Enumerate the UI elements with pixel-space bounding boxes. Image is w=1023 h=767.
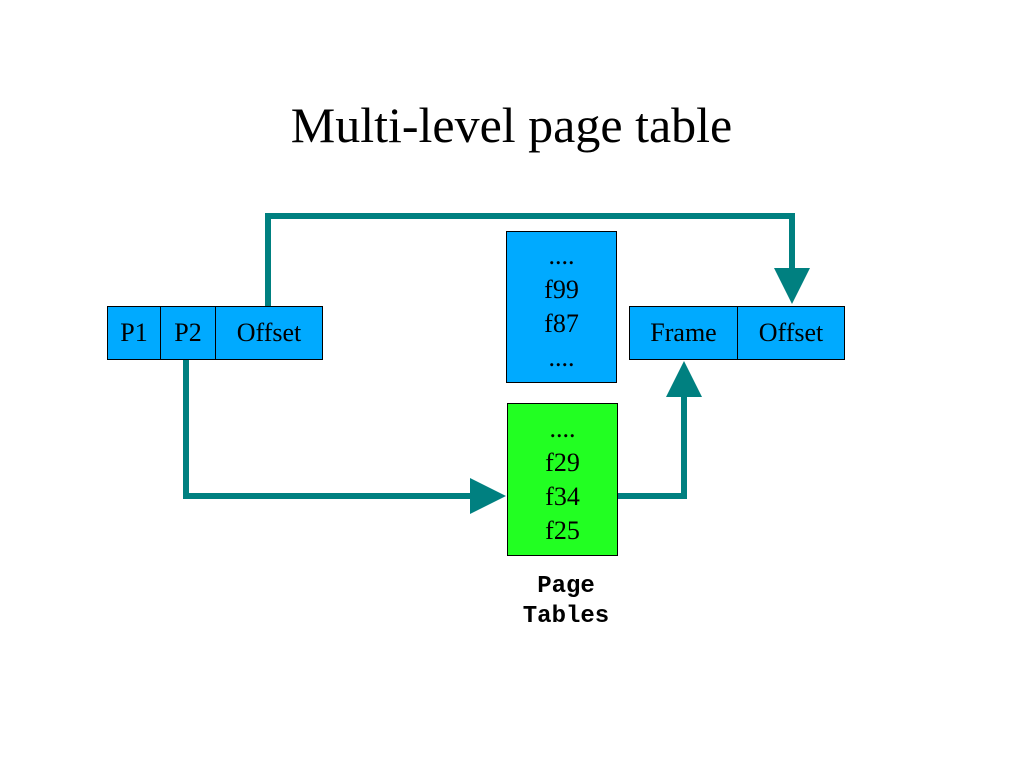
table-entry: f87: [544, 309, 579, 338]
table-entry: f25: [545, 515, 580, 545]
slide-title: Multi-level page table: [290, 97, 733, 153]
offset-arrow: [265, 213, 810, 306]
page-tables-label: Page Tables: [490, 572, 642, 632]
inner-page-table: .... f29 f34 f25: [507, 403, 618, 556]
outer-page-table: .... f99 f87 ....: [506, 231, 617, 383]
page-tables-label-line: Tables: [522, 603, 610, 630]
virtual-offset-field: Offset: [215, 306, 323, 360]
table-entry: f34: [545, 481, 580, 511]
table-entry: f99: [544, 275, 579, 304]
p2-field: P2: [160, 306, 216, 360]
table-entry: ....: [548, 343, 575, 372]
table-entry: ....: [549, 413, 576, 443]
frame-field: Frame: [629, 306, 738, 360]
p2-index-arrow: [183, 360, 506, 514]
frame-arrow: [618, 361, 702, 499]
table-entry: ....: [548, 241, 575, 270]
p1-field: P1: [107, 306, 161, 360]
page-tables-label-line: Page: [537, 573, 595, 600]
physical-offset-field: Offset: [737, 306, 845, 360]
table-entry: f29: [545, 447, 580, 477]
